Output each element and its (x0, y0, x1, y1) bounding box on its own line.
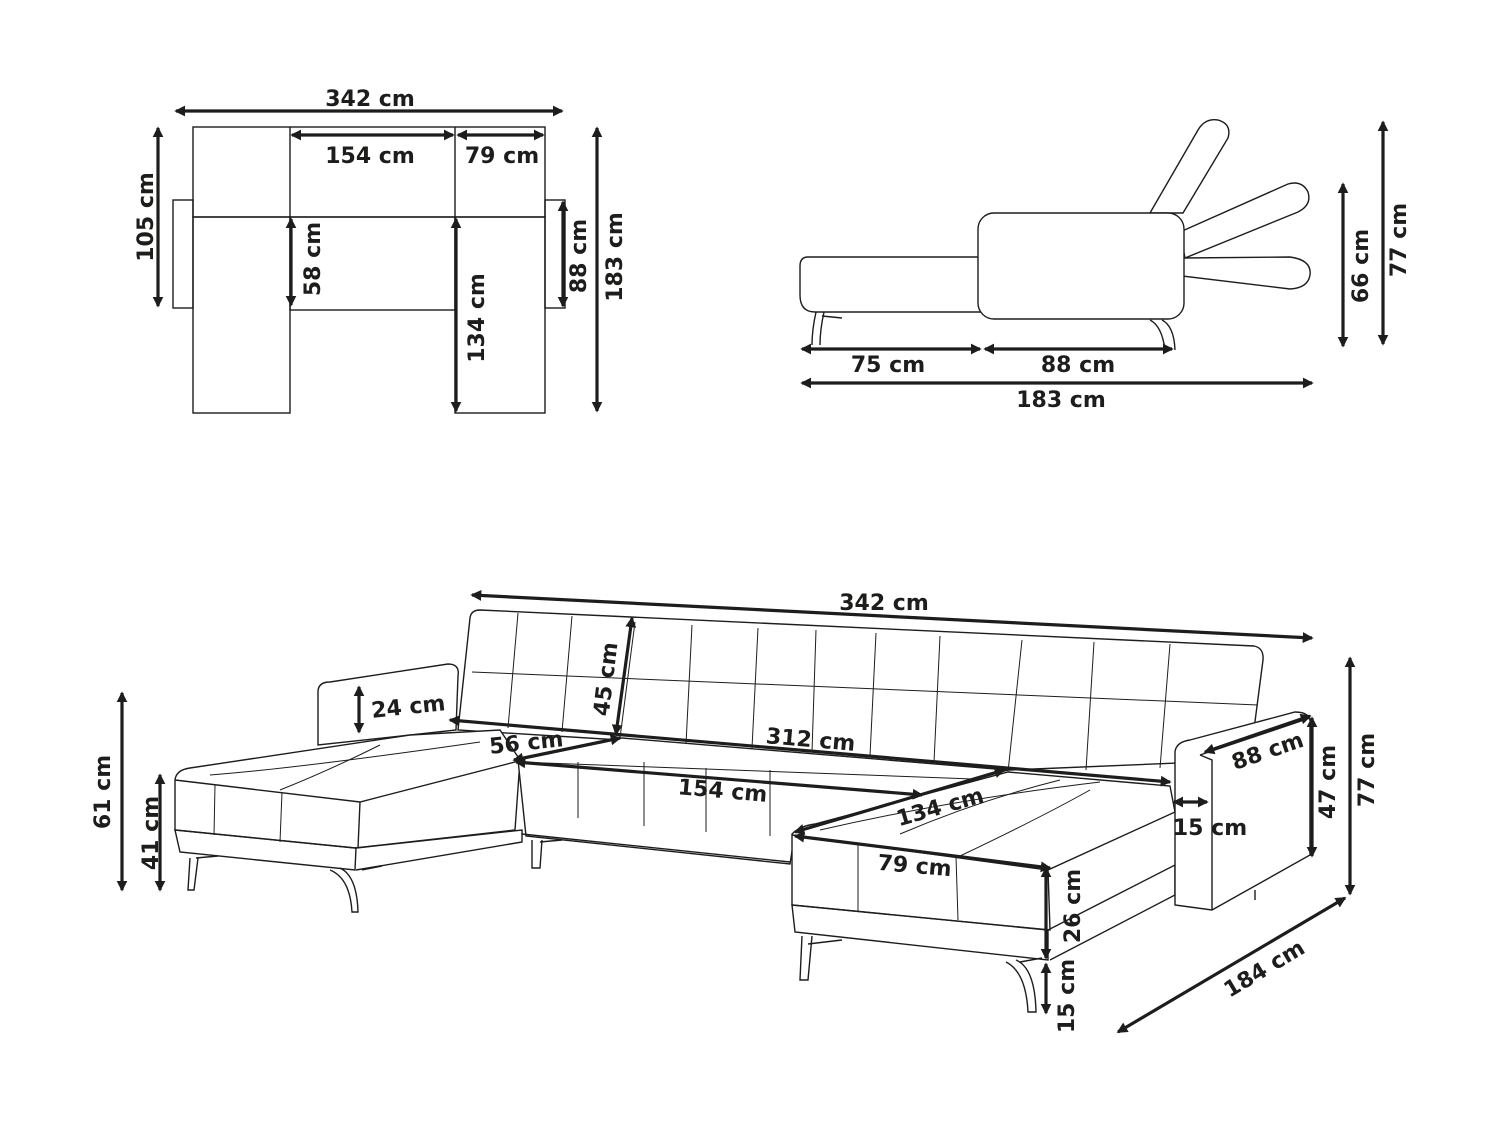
side-chaise-length-label: 75 cm (851, 353, 925, 378)
side-view-dimensions: 75 cm 88 cm 183 cm 66 cm 77 cm (800, 120, 1412, 413)
top-end-seat-label: 79 cm (465, 144, 539, 169)
top-overall-width-label: 342 cm (325, 87, 415, 112)
persp-total-height-label: 77 cm (1355, 733, 1380, 807)
side-total-height-label: 77 cm (1387, 203, 1412, 277)
perspective-view: 342 cm 24 cm 45 cm 312 cm 56 cm 154 cm 1… (91, 590, 1380, 1034)
top-arm-depth-label: 88 cm (567, 219, 592, 293)
side-total-length-label: 183 cm (1016, 388, 1106, 413)
persp-leg-height-label: 15 cm (1055, 959, 1080, 1033)
persp-overall-width-label: 342 cm (839, 591, 929, 616)
persp-seat-height-label: 41 cm (139, 796, 164, 870)
top-back-depth-label: 105 cm (134, 172, 159, 262)
top-view-outline (172, 126, 566, 414)
top-total-depth-label: 183 cm (603, 212, 628, 302)
side-seat-length-label: 88 cm (1041, 353, 1115, 378)
side-view: 75 cm 88 cm 183 cm 66 cm 77 cm (799, 119, 1412, 413)
top-view: 342 cm 154 cm 79 cm 105 cm 58 cm 134 cm … (134, 87, 628, 414)
side-view-outline (799, 119, 1311, 351)
persp-arm-width-label: 15 cm (1173, 816, 1247, 841)
top-seat-depth-label: 58 cm (301, 222, 326, 296)
top-view-dimensions: 342 cm 154 cm 79 cm 105 cm 58 cm 134 cm … (134, 87, 628, 413)
perspective-outline (174, 609, 1311, 1013)
persp-back-total-height-label: 61 cm (91, 755, 116, 829)
persp-cushion-height-label: 26 cm (1061, 869, 1086, 943)
side-backrest-height-label: 66 cm (1349, 229, 1374, 303)
top-chaise-depth-label: 134 cm (465, 273, 490, 363)
persp-arm-total-height-label: 47 cm (1316, 745, 1341, 819)
top-middle-seat-label: 154 cm (325, 144, 415, 169)
